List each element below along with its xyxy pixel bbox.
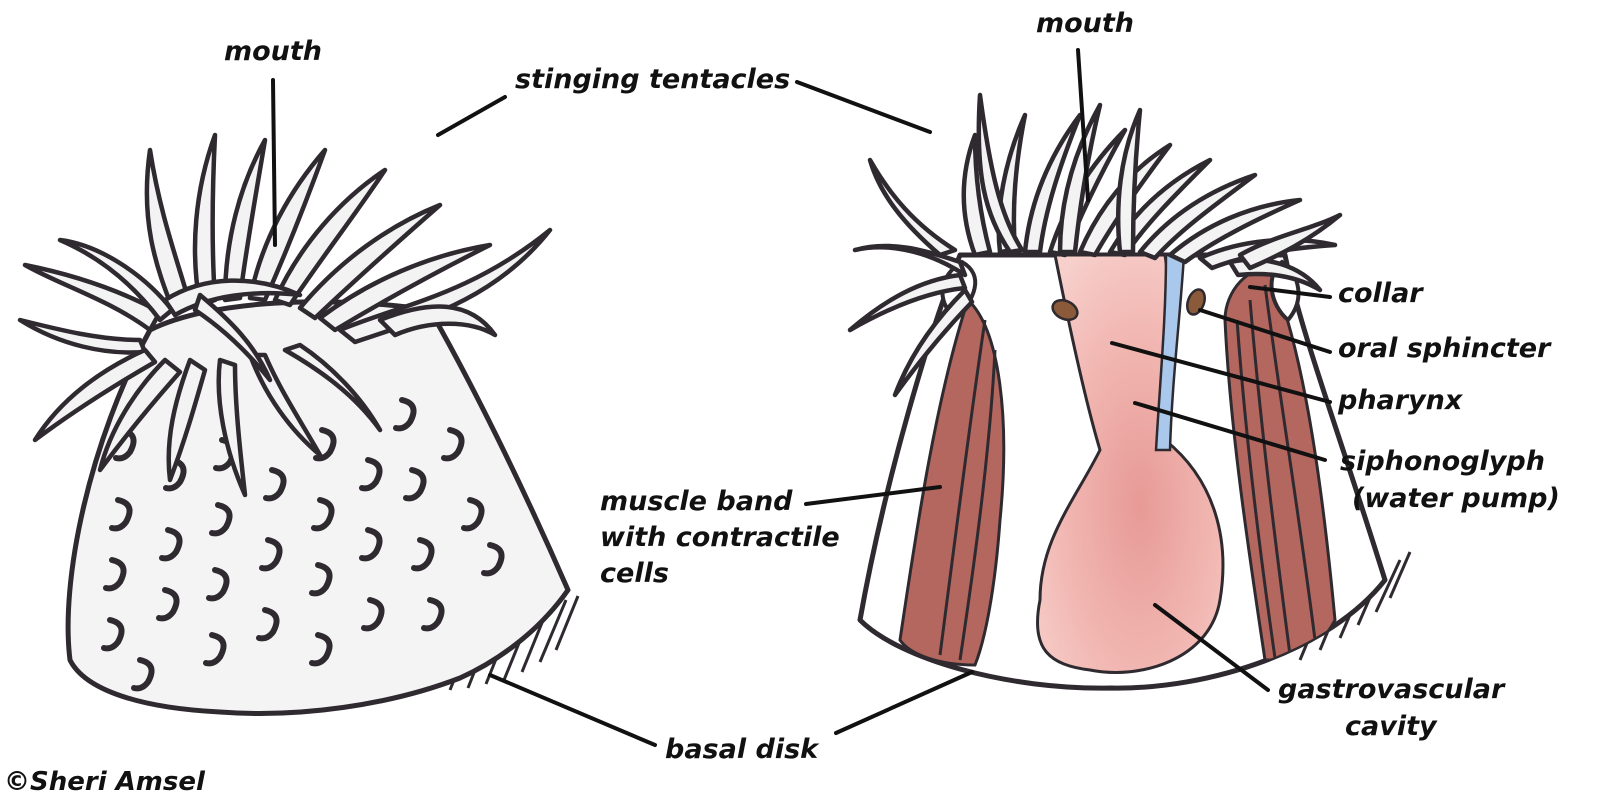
left-mouth-leader [273,80,275,245]
water-pump-label: (water pump) [1352,483,1560,514]
stinging-tentacles-label: stinging tentacles [515,64,790,95]
collar-label: collar [1338,278,1424,309]
cavity-label: cavity [1345,711,1438,742]
tentacles-leader-left [438,97,505,135]
pharynx-label: pharynx [1337,385,1464,416]
basal-disk-leader-right [836,672,972,733]
copyright-credit: ©Sheri Amsel [4,767,206,794]
right-mouth-label: mouth [1036,8,1134,39]
siphonoglyph-label: siphonoglyph [1340,446,1545,477]
basal-disk-label: basal disk [665,734,820,765]
basal-disk-leader-left [490,675,655,745]
gastrovascular-label: gastrovascular [1278,674,1506,705]
left-anemone-external [20,80,578,713]
cells-label: cells [600,558,669,589]
contractile-label: with contractile [600,522,840,553]
oral-sphincter-label: oral sphincter [1338,333,1552,364]
tentacles-leader-right [797,82,930,132]
right-anemone-section [850,95,1410,688]
muscle-band-label: muscle band [600,486,793,517]
left-mouth-label: mouth [224,36,322,67]
